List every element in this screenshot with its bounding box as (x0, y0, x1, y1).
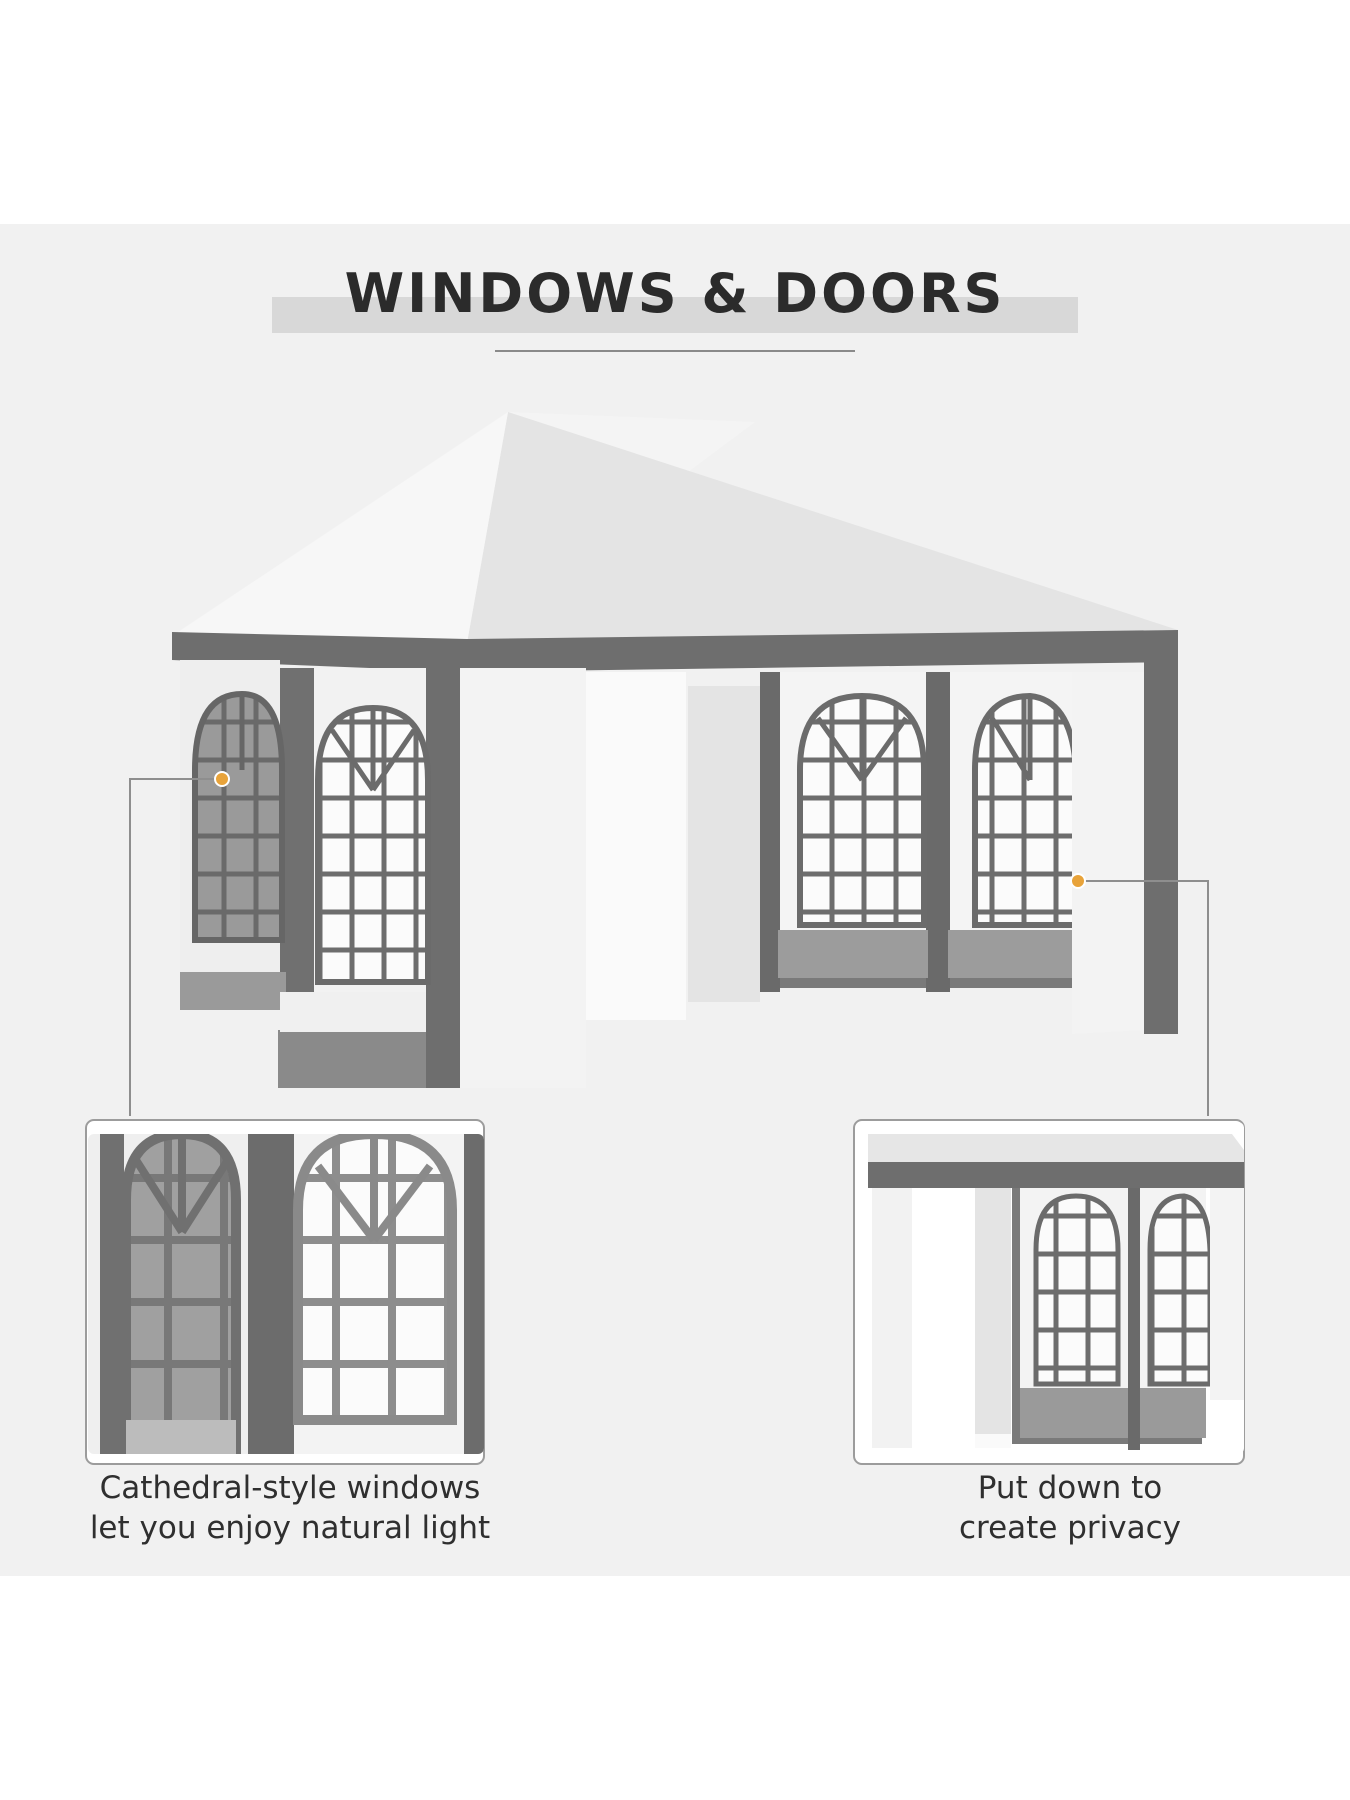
page-title: WINDOWS & DOORS (344, 262, 1006, 325)
tent-eave-band (172, 630, 1178, 672)
tent-roof-front (467, 412, 1178, 643)
callout-right (1070, 873, 1209, 1116)
feature-caption-doors: Put down to create privacy (885, 1468, 1255, 1548)
callout-left (129, 771, 230, 1116)
callout-dot (1070, 873, 1086, 889)
heading-band (272, 297, 1078, 333)
cathedral-window (192, 690, 285, 943)
detail-card-windows (85, 1119, 485, 1465)
caption-line: let you enjoy natural light (89, 1510, 491, 1546)
feature-caption-windows: Cathedral-style windows let you enjoy na… (60, 1468, 520, 1548)
caption-line: create privacy (958, 1510, 1182, 1546)
tent-pole (760, 672, 780, 992)
caption-line: Put down to (977, 1470, 1163, 1506)
tent-pole (1144, 662, 1178, 1034)
tent-main (172, 412, 1178, 1088)
tent-pole (926, 672, 950, 992)
callout-dot (214, 771, 230, 787)
door-panel (1072, 672, 1144, 1034)
heading-divider (495, 350, 855, 352)
cathedral-window (972, 692, 1079, 928)
caption-line: Cathedral-style windows (99, 1470, 481, 1506)
detail-card-doors (853, 1119, 1245, 1465)
tent-pole (426, 668, 460, 1088)
